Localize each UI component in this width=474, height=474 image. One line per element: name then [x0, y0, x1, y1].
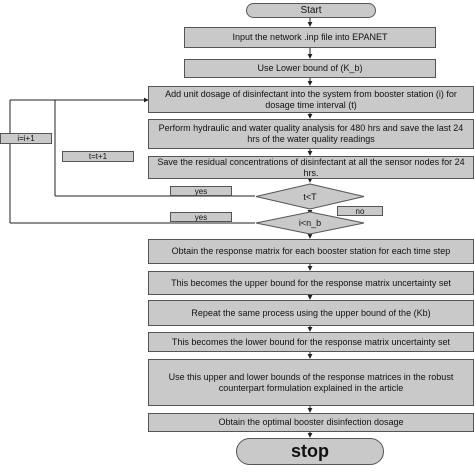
step-save-residual: Save the residual concentrations of disi…	[148, 156, 474, 179]
step-lower-bound: Use Lower bound of (K_b)	[184, 59, 436, 78]
start-terminal: Start	[246, 3, 376, 18]
step-repeat-process: Repeat the same process using the upper …	[148, 300, 474, 326]
step-optimal-dosage-text: Obtain the optimal booster disinfection …	[218, 417, 404, 427]
step-response-matrix: Obtain the response matrix for each boos…	[148, 239, 474, 264]
decision-t-text: t<T	[303, 191, 317, 202]
step-add-dosage: Add unit dosage of disinfectant into the…	[148, 86, 474, 113]
step-lower-bound-set: This becomes the lower bound for the res…	[148, 332, 474, 352]
step-save-residual-text: Save the residual concentrations of disi…	[157, 156, 465, 178]
step-add-dosage-text: Add unit dosage of disinfectant into the…	[165, 88, 457, 110]
step-lower-bound-set-text: This becomes the lower bound for the res…	[171, 336, 451, 347]
step-input-network-text: Input the network .inp file into EPANET	[232, 32, 388, 42]
stop-terminal: stop	[236, 438, 384, 465]
step-lower-bound-text: Use Lower bound of (K_b)	[257, 63, 363, 73]
step-repeat-process-text: Repeat the same process using the upper …	[191, 307, 431, 318]
decision-t-diamond	[255, 183, 365, 210]
start-label: Start	[300, 5, 322, 16]
step-analysis: Perform hydraulic and water quality anal…	[148, 119, 474, 149]
label-yes-t: yes	[170, 186, 232, 196]
decision-i-diamond	[255, 211, 365, 235]
label-yes-i: yes	[170, 212, 232, 222]
step-upper-bound-set-text: This becomes the upper bound for the res…	[171, 277, 451, 288]
step-response-matrix-text: Obtain the response matrix for each boos…	[171, 246, 451, 256]
step-input-network: Input the network .inp file into EPANET	[184, 27, 436, 48]
label-t-increment: t=t+1	[62, 151, 134, 162]
step-robust-counterpart: Use this upper and lower bounds of the r…	[148, 359, 474, 406]
step-optimal-dosage: Obtain the optimal booster disinfection …	[148, 413, 474, 432]
stop-label: stop	[291, 441, 329, 461]
decision-i-text: i<n_b	[298, 217, 322, 228]
step-upper-bound-set: This becomes the upper bound for the res…	[148, 271, 474, 295]
step-robust-counterpart-text: Use this upper and lower bounds of the r…	[168, 371, 454, 393]
label-i-increment: i=i+1	[0, 133, 52, 144]
step-analysis-text: Perform hydraulic and water quality anal…	[158, 123, 464, 144]
label-no-t: no	[337, 206, 383, 216]
